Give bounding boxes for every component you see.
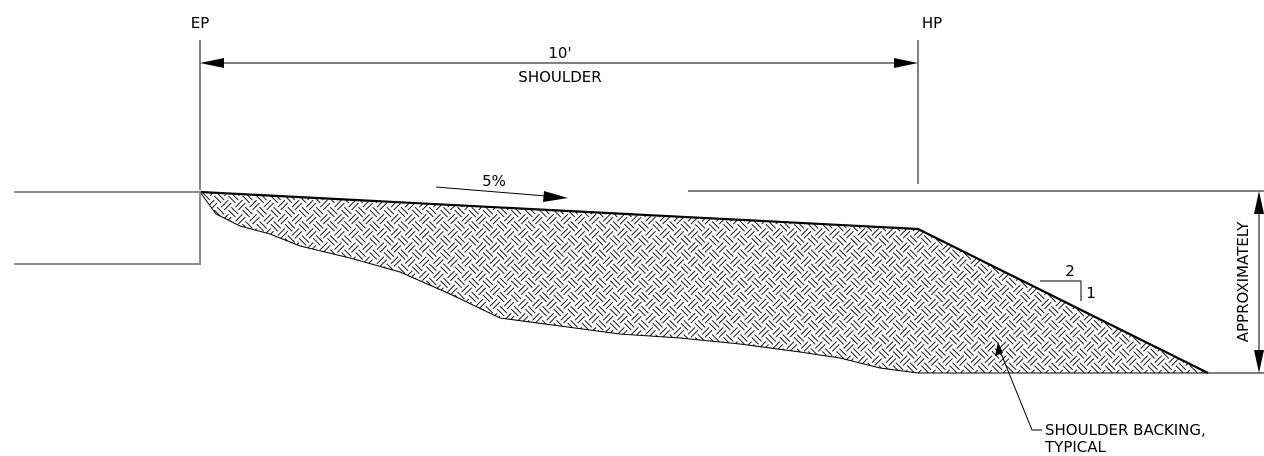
slope-arrow-shaft [435,186,547,197]
slope-ratio-rise-label: 1 [1086,284,1096,302]
depth-arrow-bottom [1254,350,1264,373]
shoulder-width-label: 10' [548,44,571,62]
slope-percent-label: 5% [482,172,506,190]
slope-ratio-triangle [1040,280,1082,301]
ep-label: EP [191,14,210,32]
slope-ratio-run-label: 2 [1065,262,1075,280]
depth-arrow-top [1254,191,1264,214]
depth-label: APPROXIMATELY [1234,221,1252,342]
slope-arrow-head [543,191,568,202]
callout-leader [997,345,1042,431]
shoulder-top-surface [199,190,1209,374]
dimension-arrow-left [200,58,224,68]
shoulder-backing-fill [200,192,1208,373]
callout-text-line2: TYPICAL [1044,438,1107,456]
dimension-arrow-right [894,58,918,68]
callout-text-line1: SHOULDER BACKING, [1045,421,1206,439]
backing-underside-edge [199,191,1208,374]
existing-pavement-edge [14,191,201,265]
callout-arrow-head [995,342,1003,356]
hp-label: HP [922,14,942,32]
shoulder-label: SHOULDER [518,68,601,86]
